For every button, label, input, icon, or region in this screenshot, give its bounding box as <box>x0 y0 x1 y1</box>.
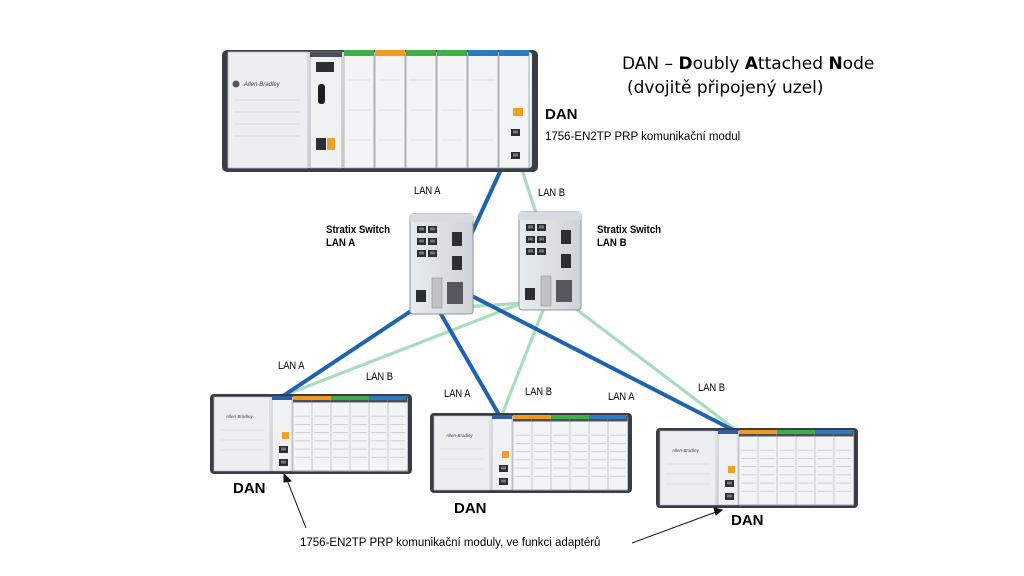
label-right-lan-b: LAN B <box>698 382 726 394</box>
link-lana-mid <box>436 307 500 415</box>
stratix-switch-lan-a <box>409 213 474 315</box>
svg-text:Allen-Bradley: Allen-Bradley <box>225 414 254 419</box>
bottom-right-node-label: DAN <box>731 512 764 529</box>
link-lana-right <box>466 292 737 433</box>
label-mid-lan-b: LAN B <box>525 386 553 398</box>
pointer-right <box>631 511 717 544</box>
bottom-left-chassis: Allen-Bradley <box>210 394 412 474</box>
label-top-lan-b: LAN B <box>538 187 566 199</box>
bottom-right-chassis: Allen-Bradley <box>656 428 858 508</box>
allen-bradley-logo: Allen-Bradley <box>243 82 281 88</box>
bottom-modules-caption: 1756-EN2TP PRP komunikační moduly, ve fu… <box>300 537 601 549</box>
label-left-lan-a: LAN A <box>278 360 305 372</box>
stratix-switch-lan-b <box>518 211 582 311</box>
bottom-left-node-label: DAN <box>233 480 266 497</box>
bottom-mid-node-label: DAN <box>454 500 487 517</box>
svg-text:Allen-Bradley: Allen-Bradley <box>445 433 474 438</box>
label-top-lan-a: LAN A <box>414 185 441 197</box>
svg-text:Allen-Bradley: Allen-Bradley <box>671 448 700 453</box>
bottom-middle-chassis: Allen-Bradley <box>430 413 632 493</box>
top-module-caption: 1756-EN2TP PRP komunikační modul <box>545 131 741 143</box>
label-left-lan-b: LAN B <box>366 371 394 383</box>
link-lana-left <box>281 301 425 398</box>
top-node-label: DAN <box>545 106 578 123</box>
label-right-lan-a: LAN A <box>608 391 635 403</box>
diagram-subtitle: (dvojitě připojený uzel) <box>627 78 824 98</box>
link-lanb-left <box>283 296 537 397</box>
pointer-left <box>286 479 307 529</box>
label-mid-lan-a: LAN A <box>444 388 471 400</box>
link-lanb-right <box>558 295 742 435</box>
diagram-title: DAN – Doubly Attached Node <box>622 54 875 74</box>
link-lanb-mid <box>501 303 547 414</box>
top-controllogix-chassis: Allen-Bradley <box>222 50 538 172</box>
